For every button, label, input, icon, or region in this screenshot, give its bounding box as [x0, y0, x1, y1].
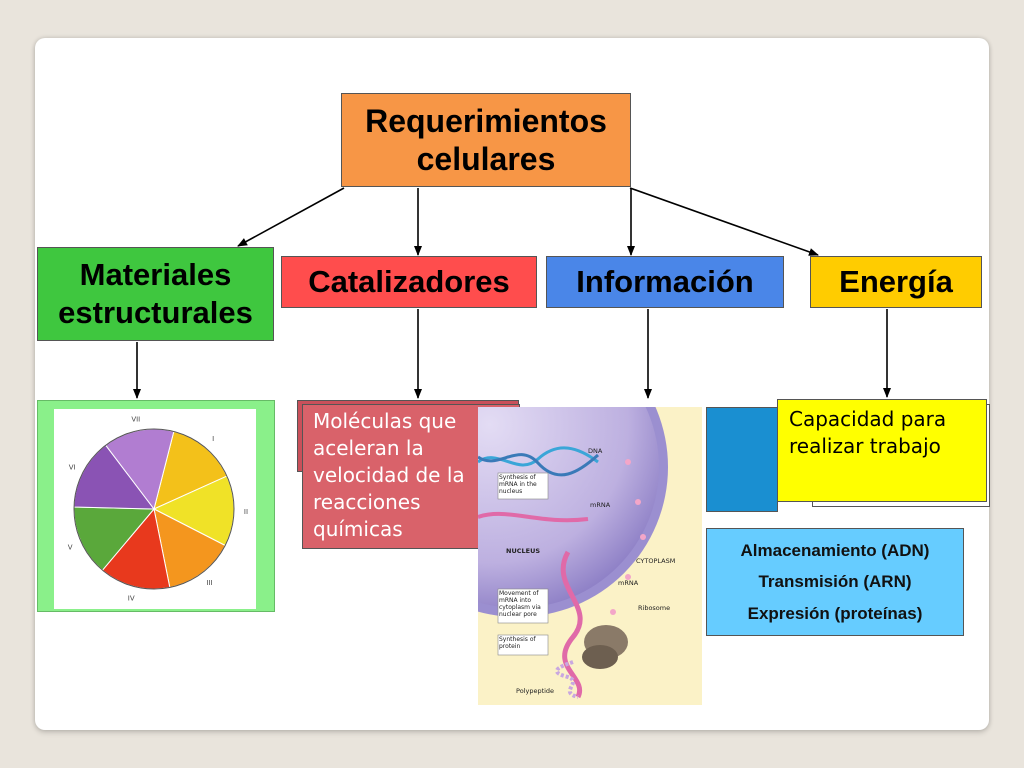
informacion-item-arn: Transmisión (ARN) — [758, 572, 912, 591]
node-informacion: Información — [546, 256, 784, 308]
protein-synthesis-figure: DNA Synthesis of mRNA in the nucleus mRN… — [478, 407, 702, 705]
label-dna: DNA — [588, 447, 603, 455]
label-movement: Movement of mRNA into cytoplasm via nucl… — [499, 590, 541, 618]
informacion-label: Información — [576, 264, 754, 299]
node-energia: Energía — [810, 256, 982, 308]
energia-label: Energía — [839, 264, 953, 299]
arrow-root-materiales — [237, 187, 345, 247]
arrow-root-energia — [629, 187, 819, 256]
protein-synthesis-graphic: DNA Synthesis of mRNA in the nucleus mRN… — [478, 407, 675, 699]
informacion-item-proteinas: Expresión (proteínas) — [747, 603, 923, 623]
materiales-line1: Materiales — [79, 257, 232, 292]
label-nucleus: NUCLEUS — [506, 547, 540, 555]
label-ribosome: Ribosome — [638, 604, 670, 612]
food-wheel-numeral: II — [244, 508, 248, 516]
label-synthesis-mrna: Synthesis of mRNA in the nucleus — [499, 474, 537, 495]
informacion-back-panel — [706, 407, 778, 512]
root-line2: celulares — [416, 141, 556, 177]
label-synthesis-protein: Synthesis of protein — [499, 636, 536, 650]
food-wheel-numeral: V — [68, 543, 73, 551]
node-catalizadores: Catalizadores — [281, 256, 537, 308]
food-wheel-numeral: III — [206, 579, 212, 587]
food-wheel-numeral: I — [212, 435, 214, 443]
food-wheel-numeral: VI — [69, 464, 76, 472]
label-mrna-top: mRNA — [590, 501, 611, 509]
energia-description: Capacidad para realizar trabajo — [777, 399, 987, 502]
root-line1: Requerimientos — [365, 103, 607, 139]
materiales-line2: estructurales — [58, 295, 253, 330]
label-cytoplasm: CYTOPLASM — [636, 557, 675, 565]
food-wheel-numeral: IV — [128, 595, 135, 603]
label-mrna-bottom: mRNA — [618, 579, 639, 587]
label-polypeptide: Polypeptide — [516, 687, 554, 695]
informacion-item-adn: Almacenamiento (ADN) — [740, 540, 930, 560]
informacion-list: Almacenamiento (ADN) Transmisión (ARN) E… — [706, 528, 964, 636]
food-wheel-numeral: VII — [131, 415, 140, 423]
catalizadores-label: Catalizadores — [308, 264, 510, 299]
